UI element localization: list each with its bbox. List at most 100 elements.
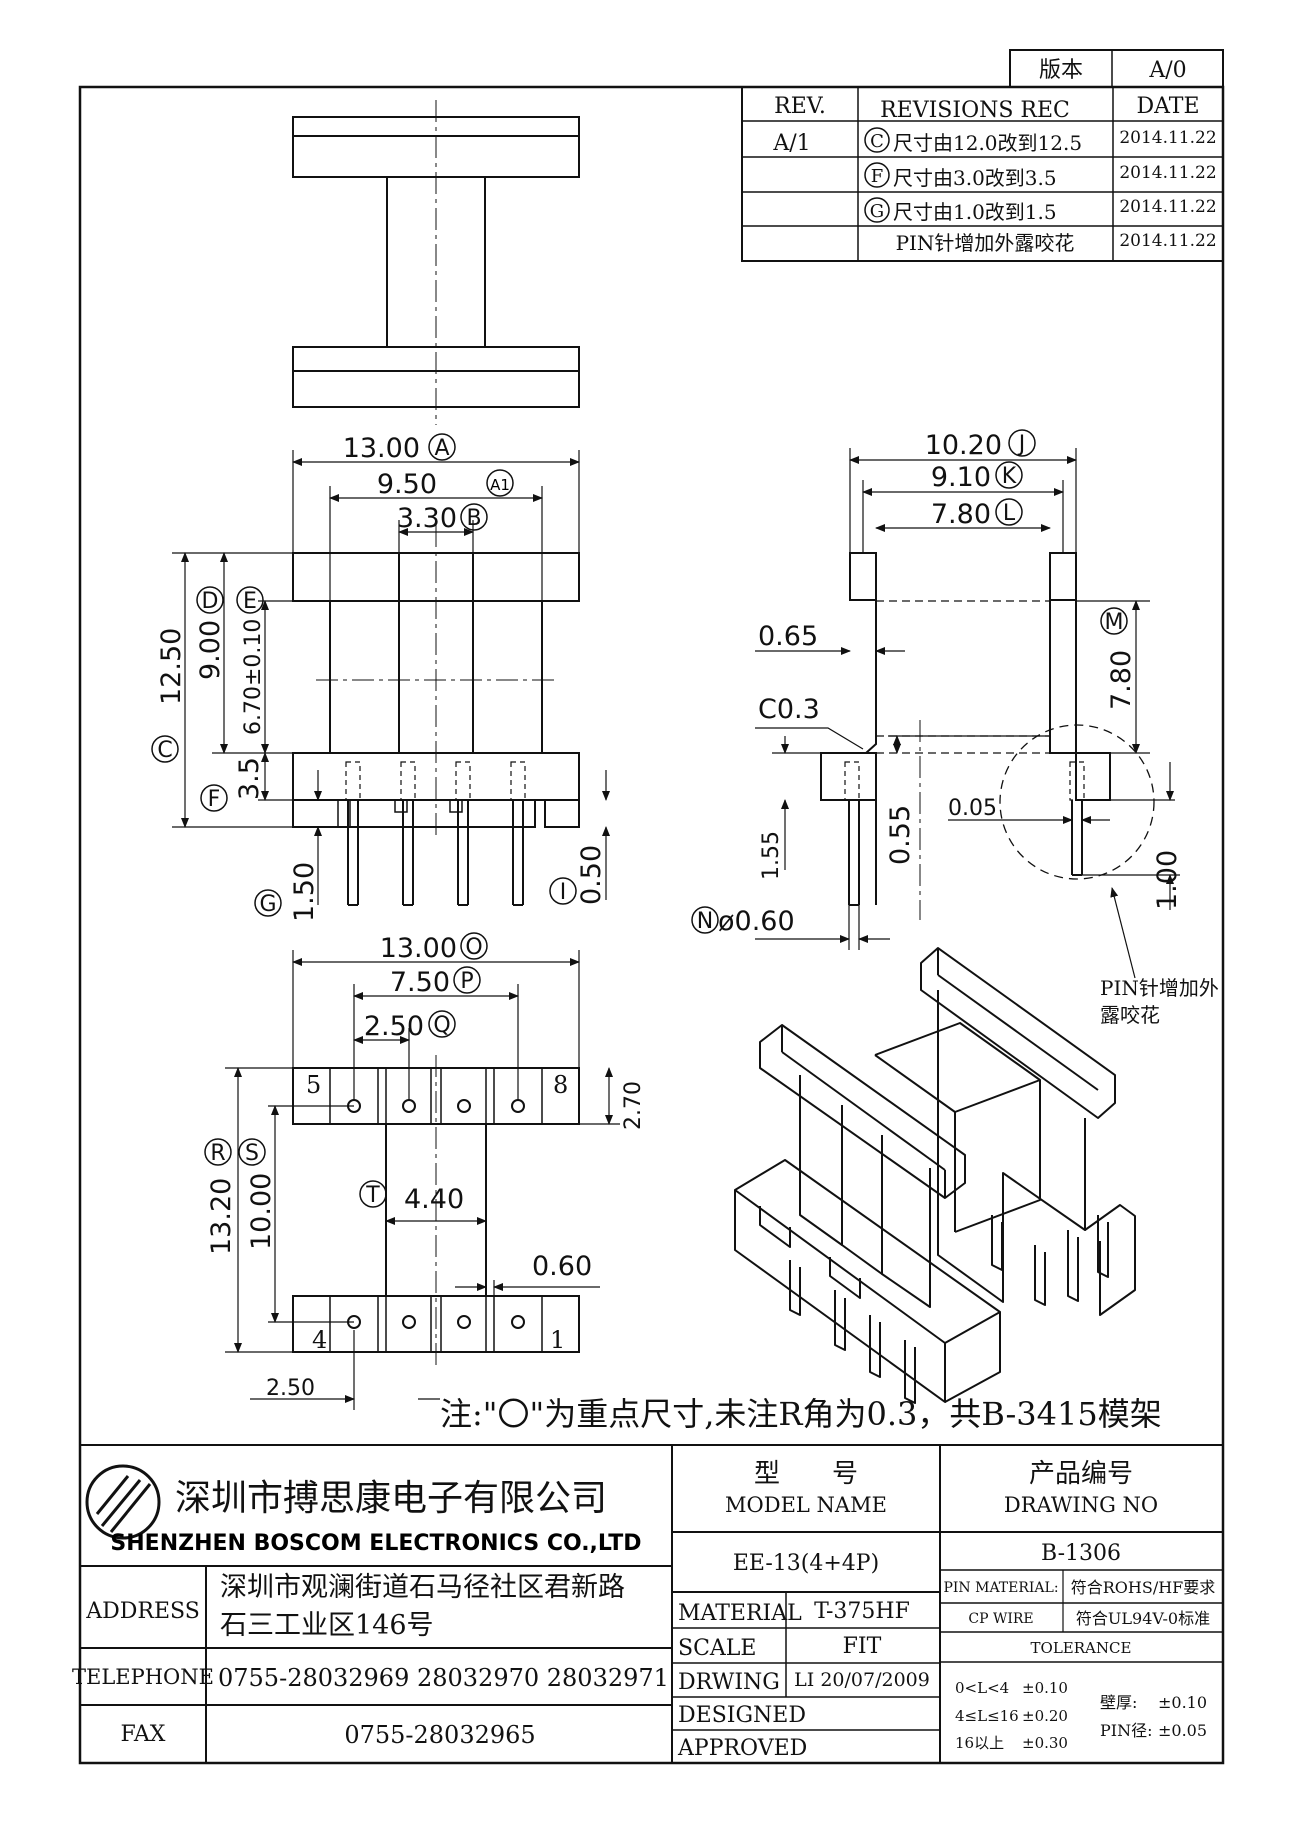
- company-name-en: SHENZHEN BOSCOM ELECTRONICS CO.,LTD: [110, 1531, 641, 1556]
- svg-text:A1: A1: [490, 476, 510, 494]
- svg-text:B: B: [466, 506, 481, 531]
- revision-table: [741, 86, 1224, 262]
- svg-text:N: N: [697, 909, 713, 934]
- svg-text:F: F: [208, 787, 221, 812]
- version-value: A/0: [1148, 58, 1186, 83]
- svg-text:T: T: [365, 1183, 380, 1208]
- dim-d-value: 9.00: [195, 620, 226, 680]
- cp-wire-value: 符合UL94V-0标准: [1076, 1609, 1210, 1628]
- telephone-label: TELEPHONE: [72, 1665, 214, 1689]
- dim-f-mark: F: [200, 784, 228, 812]
- dim-g-mark: G: [254, 889, 282, 917]
- dim-l-value: 7.80: [931, 499, 991, 530]
- cp-wire-label: CP WIRE: [968, 1611, 1033, 1627]
- pin-number-5: 5: [306, 1071, 321, 1099]
- dim-p-value: 7.50: [390, 967, 450, 998]
- svg-text:R: R: [210, 1141, 225, 1166]
- dim-a-value: 13.00: [343, 433, 420, 464]
- dim-b-value: 3.30: [397, 503, 457, 534]
- telephone-value: 0755-28032969 28032970 28032971: [218, 1664, 669, 1692]
- address-line2: 石三工业区146号: [220, 1610, 434, 1641]
- dim-e-mark: E: [236, 586, 264, 614]
- dim-k-mark: K: [995, 461, 1023, 489]
- svg-text:M: M: [1105, 610, 1124, 635]
- fax-label: FAX: [121, 1722, 166, 1747]
- dim-a1-value: 9.50: [377, 469, 437, 500]
- dim-0-55: 0.55: [885, 805, 916, 865]
- svg-text:S: S: [245, 1141, 259, 1166]
- dim-k-value: 9.10: [931, 462, 991, 493]
- pin-callout-line2: 露咬花: [1100, 1003, 1160, 1027]
- dim-d-mark: D: [196, 586, 224, 614]
- drwing-label: DRWING: [678, 1670, 780, 1695]
- svg-text:G: G: [259, 892, 276, 917]
- dim-r-mark: R: [204, 1138, 232, 1166]
- scale-label: SCALE: [678, 1636, 756, 1661]
- dim-p-mark: P: [453, 966, 481, 994]
- front-view-dim-lines: [172, 450, 610, 905]
- pin-dia-label: PIN径:: [1100, 1721, 1152, 1740]
- dim-q-value: 2.50: [364, 1011, 424, 1042]
- bottom-view-dim-lines: [225, 950, 620, 1410]
- front-view: [292, 525, 580, 906]
- designed-label: DESIGNED: [678, 1703, 806, 1728]
- rev-row3-text: 尺寸由1.0改到1.5: [893, 200, 1057, 224]
- svg-text:P: P: [460, 969, 473, 994]
- title-block-grid: [80, 1444, 1223, 1763]
- svg-text:A: A: [434, 436, 449, 461]
- dim-b-mark: B: [460, 503, 488, 531]
- rev-row3-mark: G: [864, 197, 890, 223]
- note-text: 注:"〇"为重点尺寸,未注R角为0.3，共B-3415模架: [440, 1395, 1162, 1433]
- tol-range-3: 16以上: [955, 1734, 1004, 1752]
- dim-t-mark: T: [359, 1180, 387, 1208]
- svg-text:K: K: [1002, 464, 1017, 489]
- dim-g-value: 1.50: [289, 862, 320, 922]
- wall-thickness-label: 壁厚:: [1100, 1693, 1137, 1712]
- address-label: ADDRESS: [85, 1599, 200, 1624]
- pin-number-8: 8: [553, 1071, 568, 1099]
- scale-value: FIT: [843, 1634, 882, 1659]
- rev-row1-rev: A/1: [772, 131, 810, 156]
- side-view-dim-lines: [755, 448, 1180, 979]
- dim-0-60: 0.60: [532, 1251, 592, 1282]
- company-name-cn: 深圳市搏思康电子有限公司: [175, 1478, 607, 1519]
- pin-material-value: 符合ROHS/HF要求: [1071, 1578, 1216, 1597]
- svg-text:G: G: [870, 201, 884, 222]
- material-label: MATERIAL: [678, 1601, 802, 1626]
- pin-dia-value: ±0.05: [1158, 1721, 1207, 1740]
- dim-2-50-bottom: 2.50: [266, 1376, 315, 1401]
- svg-text:I: I: [560, 880, 567, 905]
- fax-value: 0755-28032965: [344, 1721, 535, 1749]
- dim-j-mark: J: [1008, 429, 1036, 457]
- rev-row2-date: 2014.11.22: [1119, 163, 1216, 183]
- dim-n-mark: N: [691, 906, 719, 934]
- rev-row1-date: 2014.11.22: [1119, 128, 1216, 148]
- pin-number-1: 1: [550, 1326, 565, 1354]
- dim-c0-3: C0.3: [758, 694, 820, 725]
- dim-i-value: 0.50: [576, 845, 607, 905]
- side-view: [820, 552, 1155, 920]
- rev-row4-date: 2014.11.22: [1119, 231, 1216, 251]
- dim-a1-mark: A1: [486, 469, 514, 497]
- drawing-value: B-1306: [1041, 1541, 1121, 1566]
- rev-row1-mark: C: [864, 127, 890, 153]
- drwing-value: LI 20/07/2009: [794, 1669, 930, 1691]
- dim-t-value: 4.40: [404, 1184, 464, 1215]
- pin-callout-line1: PIN针增加外: [1100, 976, 1219, 1000]
- rev-header-rec: REVISIONS REC: [880, 98, 1070, 123]
- rev-row2-mark: F: [864, 162, 890, 188]
- svg-text:E: E: [243, 589, 257, 614]
- svg-text:C: C: [870, 131, 884, 152]
- tolerance-label: TOLERANCE: [1031, 1639, 1132, 1657]
- dim-a-mark: A: [428, 433, 456, 461]
- dim-o-mark: O: [460, 932, 488, 960]
- dim-m-value: 7.80: [1106, 650, 1137, 710]
- dim-r-value: 13.20: [206, 1178, 237, 1255]
- drawing-label-cn: 产品编号: [1029, 1459, 1133, 1489]
- dim-j-value: 10.20: [925, 430, 1002, 461]
- svg-text:D: D: [202, 589, 219, 614]
- svg-text:F: F: [871, 166, 884, 187]
- dim-e-value: 6.70±0.10: [241, 619, 266, 735]
- dim-2-70: 2.70: [621, 1081, 646, 1130]
